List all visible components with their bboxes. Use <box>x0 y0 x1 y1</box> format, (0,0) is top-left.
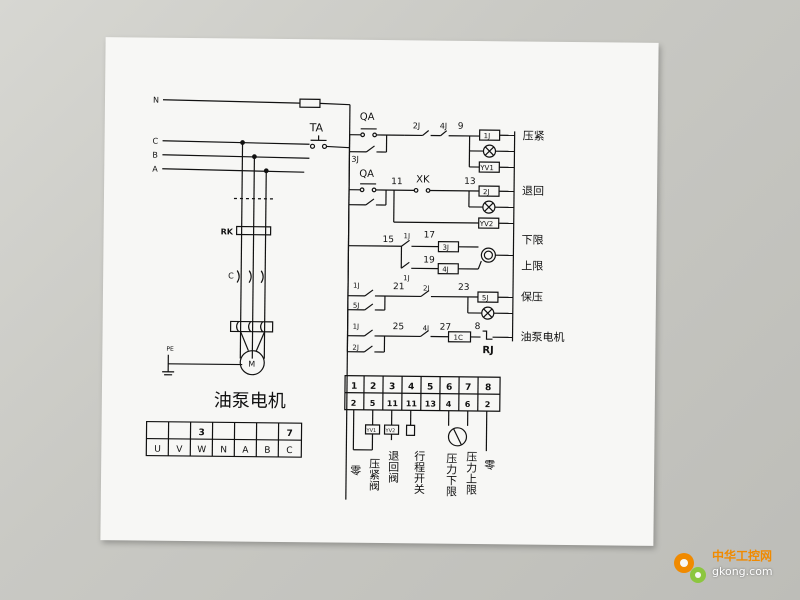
gear-icon <box>674 553 706 583</box>
motor-terminal-bottom: C <box>286 446 292 456</box>
func-down-limit: 下限 <box>521 233 543 246</box>
motor-terminal-bottom: B <box>264 446 270 456</box>
ctrl-terminal-top: 3 <box>389 382 395 392</box>
ctrl-label-pressure-high: 压力上限 <box>464 451 477 495</box>
ctrl-label-pressure-low: 压力下限 <box>444 452 457 496</box>
ctrl-terminal-bottom: 4 <box>446 400 452 409</box>
ctrl-terminal-top: 2 <box>370 382 376 392</box>
watermark-url: gkong.com <box>712 565 773 578</box>
coil-yv2: YV2 <box>479 220 494 228</box>
contact-2j-3: 2J <box>352 344 359 352</box>
watermark-title: 中华工控网 <box>712 549 773 563</box>
ctrl-terminal-top: 5 <box>427 383 433 393</box>
ctrl-terminal-bottom: 5 <box>370 399 376 408</box>
contact-1j-b: 1J <box>403 274 410 282</box>
wiring-diagram: N C B A TA RK C M PE 油泵电机 <box>145 96 565 500</box>
ctrl-terminal-bottom: 6 <box>465 400 471 409</box>
motor-symbol: M <box>248 360 255 369</box>
wire-13: 13 <box>464 177 476 187</box>
schematic-paper: N C B A TA RK C M PE 油泵电机 <box>100 37 659 546</box>
coil-1c: 1C <box>453 334 463 342</box>
wire-17: 17 <box>424 230 436 240</box>
coil-2j: 2J <box>483 188 490 196</box>
wire-9: 9 <box>458 122 464 132</box>
contact-1j-d: 1J <box>353 323 360 331</box>
motor-terminal-bottom: N <box>220 445 227 455</box>
wire-19: 19 <box>423 255 435 265</box>
contact-2j-2: 2J <box>423 284 430 292</box>
label-ta: TA <box>309 121 324 134</box>
ctrl-terminal-top: 1 <box>351 382 357 392</box>
wire-15: 15 <box>382 235 394 245</box>
line-label-c: C <box>153 137 159 146</box>
wire-23: 23 <box>458 283 470 293</box>
label-cap: C <box>228 271 234 280</box>
coil-1j: 1J <box>484 132 491 140</box>
func-hold: 保压 <box>521 289 543 303</box>
contact-2j-1: 2J <box>413 121 421 130</box>
ctrl-terminal-top: 8 <box>485 383 491 393</box>
wire-11: 11 <box>391 177 403 187</box>
ctrl-yv1: YV1 <box>366 428 377 434</box>
contact-1j-c: 1J <box>353 282 360 290</box>
ctrl-terminal-bottom: 2 <box>485 400 491 409</box>
motor-terminal-top: 3 <box>198 428 204 438</box>
ctrl-label-zero-1: 零 <box>349 464 362 476</box>
line-label-b: B <box>152 151 158 160</box>
contact-3j: 3J <box>351 155 359 164</box>
label-qa-1: QA <box>360 112 375 123</box>
ctrl-terminal-bottom: 2 <box>351 399 357 408</box>
line-label-a: A <box>152 165 158 174</box>
line-label-n: N <box>153 96 159 105</box>
coil-yv1: YV1 <box>479 164 494 172</box>
contact-4j-1: 4J <box>440 122 448 131</box>
motor-caption: 油泵电机 <box>214 390 286 412</box>
motor-terminal-bottom: V <box>176 445 183 455</box>
contact-4j-2: 4J <box>423 324 430 332</box>
ctrl-label-retract-valve: 退回阀 <box>386 450 399 484</box>
ctrl-label-zero-2: 零 <box>483 459 496 471</box>
label-rj: RJ <box>482 345 494 356</box>
label-qa-2: QA <box>359 169 374 180</box>
coil-5j: 5J <box>482 294 489 302</box>
ctrl-yv2: YV2 <box>385 428 396 434</box>
ctrl-label-travel-switch: 行程开关 <box>412 450 425 495</box>
wire-25: 25 <box>393 322 405 332</box>
contact-1j-a: 1J <box>404 232 411 240</box>
ctrl-terminal-bottom: 13 <box>425 399 436 408</box>
motor-terminal-bottom: A <box>242 446 249 456</box>
func-press: 压紧 <box>523 129 545 142</box>
ctrl-terminal-top: 6 <box>446 383 452 393</box>
watermark: 中华工控网 gkong.com <box>668 545 793 590</box>
motor-terminal-grid <box>167 421 280 457</box>
label-xk: XK <box>416 174 430 185</box>
ctrl-terminal-bottom: 11 <box>387 399 399 408</box>
func-up-limit: 上限 <box>521 259 543 272</box>
wire-21: 21 <box>393 282 405 292</box>
label-rk: RK <box>221 227 234 236</box>
motor-terminal-top: 7 <box>286 429 292 439</box>
wire-8: 8 <box>475 322 481 332</box>
ctrl-label-press-valve: 压紧阀 <box>367 458 380 492</box>
ctrl-terminal-grid <box>363 375 479 412</box>
func-pump-motor: 油泵电机 <box>520 329 564 343</box>
coil-3j: 3J <box>442 244 449 252</box>
func-retract: 退回 <box>522 184 544 197</box>
ctrl-terminal-top: 7 <box>465 383 471 393</box>
wire-27: 27 <box>440 323 452 333</box>
label-pe: PE <box>166 346 174 353</box>
ctrl-terminal-top: 4 <box>408 382 414 392</box>
contact-5j: 5J <box>353 302 360 310</box>
motor-terminal-bottom: W <box>197 445 206 455</box>
motor-terminal-bottom: U <box>154 445 161 455</box>
ctrl-terminal-bottom: 11 <box>406 399 418 408</box>
coil-4j: 4J <box>442 266 449 274</box>
